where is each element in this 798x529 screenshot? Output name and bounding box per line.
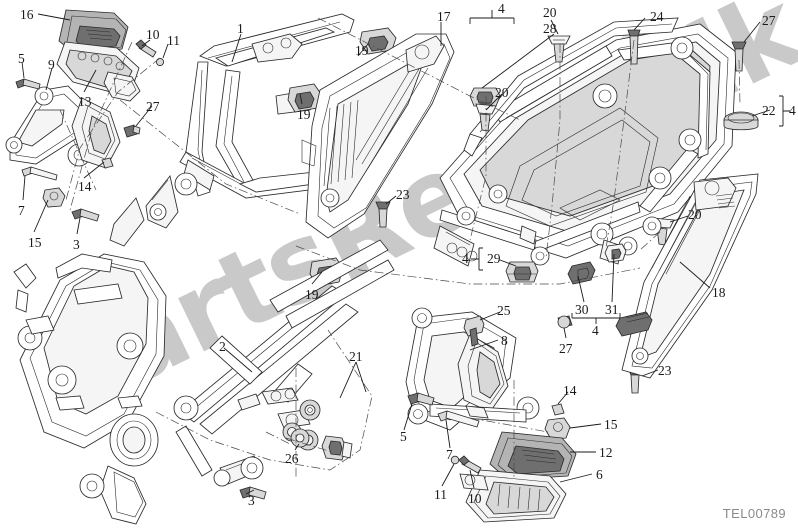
callout-23-a: 23: [396, 187, 410, 202]
fastener-20-screw-a: [547, 35, 571, 63]
callout-16: 16: [20, 7, 34, 22]
callout-31: 31: [605, 302, 619, 317]
callout-7-a: 7: [18, 203, 25, 218]
part-19-clip-a: [359, 27, 397, 55]
part-17-tail-cover-left: [301, 33, 455, 239]
part-22-cap: [723, 111, 759, 131]
callout-11-a: 11: [167, 33, 180, 48]
part-12-footpeg-rubber: [489, 431, 577, 481]
callout-20-a: 20: [543, 5, 557, 20]
callout-25: 25: [497, 303, 511, 318]
callout-30: 30: [575, 302, 589, 317]
fastener-5-bolt: [15, 78, 41, 90]
fastener-27-bolt-c: [557, 315, 573, 329]
fastener-10-screw: [135, 39, 157, 58]
fastener-7-pin: [21, 166, 58, 181]
callout-15-a: 15: [28, 235, 42, 250]
callout-4-d: 4: [592, 323, 599, 338]
part-18-tail-cover-right: [615, 173, 759, 379]
part-19-clip-b: [287, 83, 322, 113]
callout-19-a: 19: [355, 43, 369, 58]
callout-22: 22: [762, 103, 776, 118]
fastener-10-screw-b: [458, 455, 482, 474]
callout-27-c: 27: [559, 341, 573, 356]
fastener-3-bolt: [71, 208, 100, 222]
callout-8: 8: [501, 333, 508, 348]
callout-1: 1: [237, 21, 244, 36]
part-6-footpeg: [459, 469, 567, 523]
callout-27-b: 27: [146, 99, 160, 114]
fastener-23-bolt-a: [375, 201, 391, 228]
callout-12: 12: [599, 445, 613, 460]
fastener-5-bolt-b: [407, 392, 435, 406]
callout-4-a: 4: [498, 1, 505, 16]
callout-2: 2: [219, 339, 226, 354]
callout-19-b: 19: [297, 107, 311, 122]
diagram-code: TEL00789: [722, 506, 786, 521]
callout-4-c: 4: [462, 251, 469, 266]
callout-leader-lines: [21, 10, 790, 495]
lower-frame-structure: [13, 253, 167, 525]
callout-23-b: 23: [658, 363, 672, 378]
part-15-clip-b: [544, 417, 571, 440]
callout-29: 29: [487, 251, 501, 266]
callout-26: 26: [285, 451, 299, 466]
fastener-11-washer: [155, 57, 165, 67]
part-15-clip: [42, 187, 66, 208]
callout-4-b: 4: [789, 103, 796, 118]
part-9-bracket-plate: [5, 85, 121, 169]
callout-20-c: 20: [688, 207, 702, 222]
callout-27-a: 27: [762, 13, 776, 28]
callout-11-b: 11: [434, 487, 447, 502]
callout-10-a: 10: [146, 27, 160, 42]
callout-3-a: 3: [73, 237, 80, 252]
callout-7-b: 7: [446, 447, 453, 462]
fastener-27-bolt-a: [123, 124, 141, 138]
callout-5-a: 5: [18, 51, 25, 66]
callout-3-b: 3: [248, 493, 255, 508]
callout-18: 18: [712, 285, 726, 300]
callout-6: 6: [596, 467, 603, 482]
callout-20-b: 20: [495, 85, 509, 100]
part-26-bushing: [290, 428, 310, 448]
callout-21: 21: [349, 349, 363, 364]
part-31-plate: [604, 243, 627, 263]
callout-5-b: 5: [400, 429, 407, 444]
part-30-plate: [567, 261, 596, 285]
part-25-stopper: [463, 315, 485, 347]
fastener-7-pin-b: [437, 410, 480, 428]
callout-9: 9: [48, 57, 55, 72]
fastener-14-nut-b: [551, 403, 565, 416]
callout-13: 13: [78, 94, 92, 109]
callout-10-b: 10: [468, 491, 482, 506]
callout-17: 17: [437, 9, 451, 24]
callout-15-b: 15: [604, 417, 618, 432]
callout-28: 28: [543, 21, 557, 36]
callout-24: 24: [650, 9, 664, 24]
part-29-grommet: [505, 261, 539, 283]
callout-14-b: 14: [563, 383, 577, 398]
callout-19-c: 19: [305, 287, 319, 302]
part-2-subframe-rail: [173, 239, 395, 487]
fastener-14-nut-a: [101, 157, 114, 169]
callout-14-a: 14: [78, 179, 92, 194]
